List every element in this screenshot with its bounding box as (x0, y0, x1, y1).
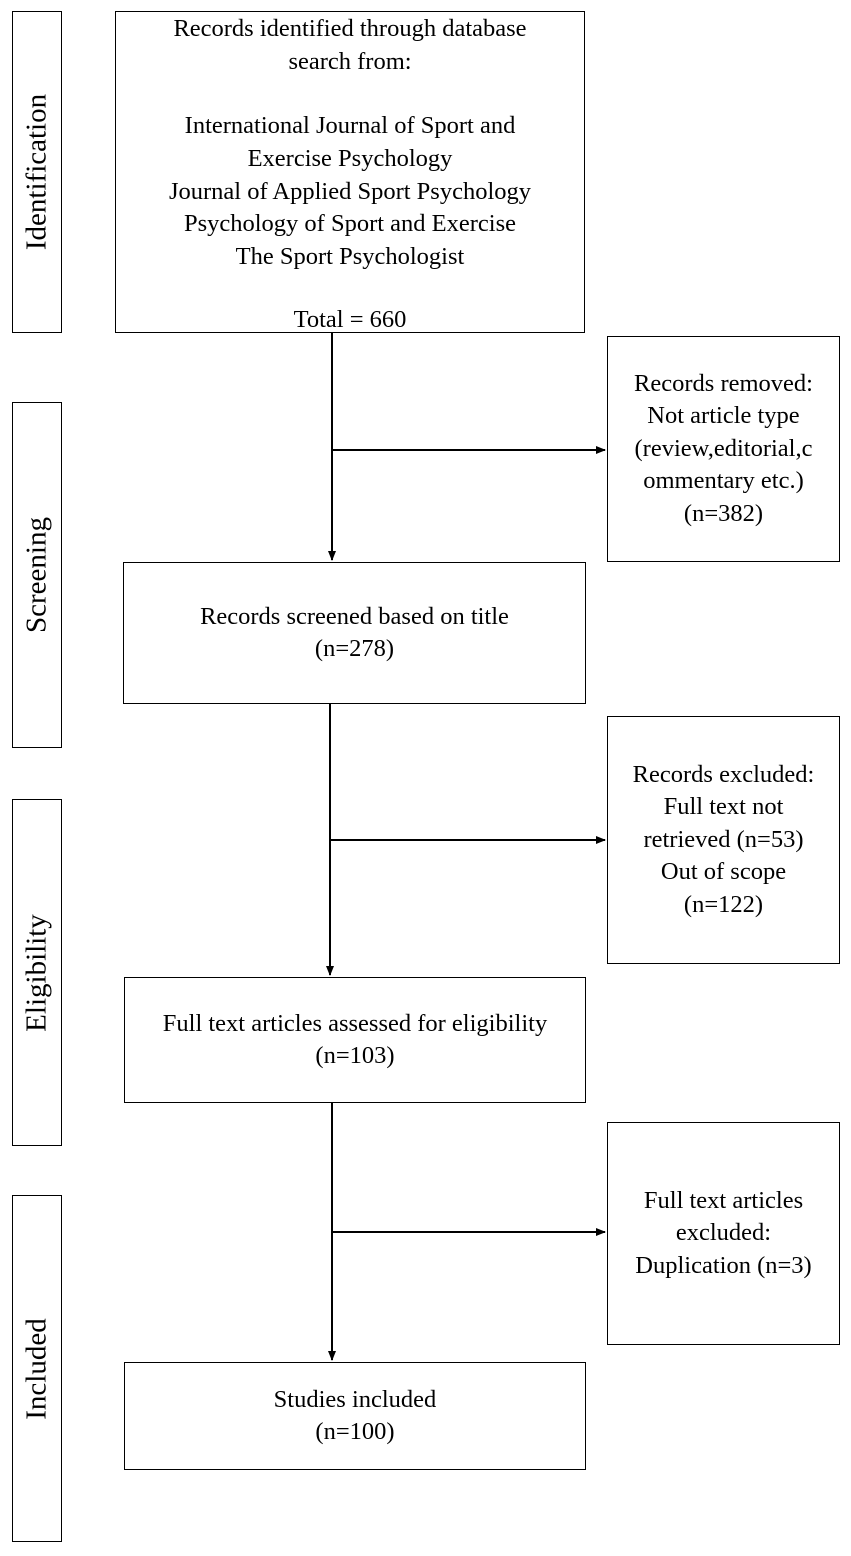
records-identified-box: Records identified through database sear… (115, 11, 585, 333)
removed-line-5: (n=382) (683, 499, 764, 527)
records-removed-box: Records removed: Not article type (revie… (607, 336, 840, 562)
assessed-line-1: Full text articles assessed for eligibil… (162, 1009, 548, 1037)
screened-line-2: (n=278) (314, 635, 395, 662)
stage-identification: Identification (12, 11, 62, 333)
excluded-line-5: (n=122) (683, 890, 764, 918)
identified-source-2: Exercise Psychology (247, 145, 453, 172)
stage-screening: Screening (12, 402, 62, 748)
stage-eligibility: Eligibility (12, 799, 62, 1146)
included-line-2: (n=100) (315, 1418, 395, 1445)
identified-source-4: Psychology of Sport and Exercise (183, 210, 517, 237)
removed-line-1: Records removed: (634, 369, 813, 397)
removed-line-3: (review,editorial,c (634, 434, 813, 462)
excluded-line-3: retrieved (n=53) (643, 825, 804, 853)
removed-line-2: Not article type (647, 402, 800, 430)
stage-included: Included (12, 1195, 62, 1542)
fulltext-excluded-box: Full text articles excluded: Duplication… (607, 1122, 840, 1345)
identified-source-3: Journal of Applied Sport Psychology (168, 178, 532, 205)
excluded-line-4: Out of scope (660, 858, 787, 886)
records-excluded-box: Records excluded: Full text not retrieve… (607, 716, 840, 964)
fulltext-assessed-box: Full text articles assessed for eligibil… (124, 977, 586, 1103)
fulltext-excluded-line-3: Duplication (n=3) (635, 1251, 812, 1279)
removed-line-4: ommentary etc.) (643, 467, 804, 495)
records-screened-box: Records screened based on title (n=278) (123, 562, 586, 704)
fulltext-excluded-line-2: excluded: (675, 1219, 772, 1247)
studies-included-box: Studies included (n=100) (124, 1362, 586, 1470)
identified-source-1: International Journal of Sport and (184, 112, 516, 139)
screened-line-1: Records screened based on title (200, 602, 509, 630)
identified-source-5: The Sport Psychologist (235, 243, 465, 270)
included-line-1: Studies included (273, 1385, 437, 1413)
identified-line-1: Records identified through database (173, 15, 527, 42)
fulltext-excluded-line-1: Full text articles (643, 1186, 804, 1214)
excluded-line-2: Full text not (663, 793, 784, 821)
identified-line-2: search from: (288, 48, 412, 75)
assessed-line-2: (n=103) (315, 1042, 395, 1069)
identified-total: Total = 660 (293, 306, 407, 333)
excluded-line-1: Records excluded: (632, 760, 815, 788)
